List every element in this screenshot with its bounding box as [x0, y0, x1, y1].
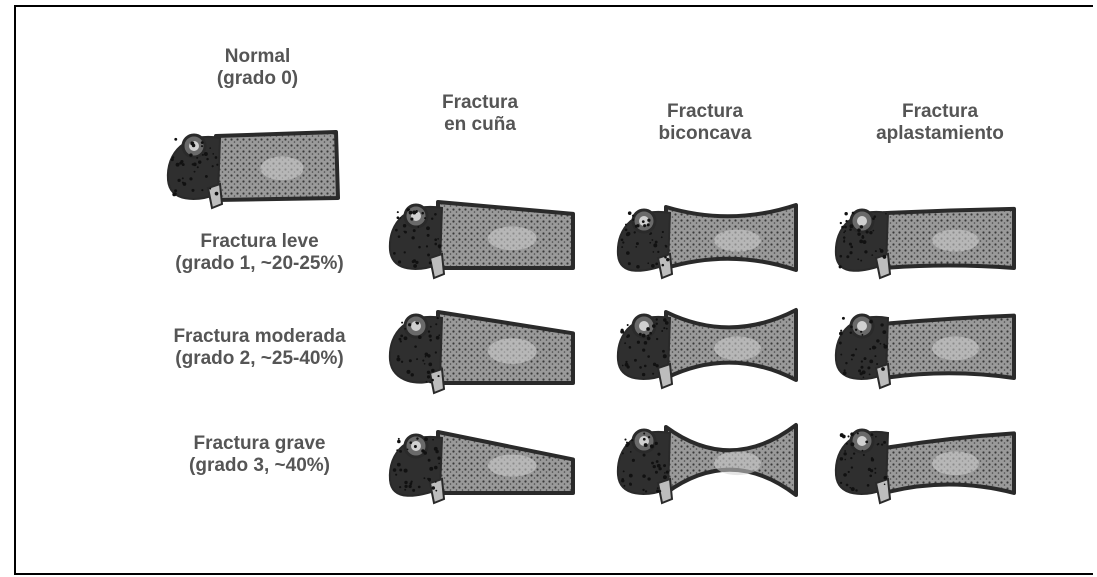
vertebra-biconcave-severe	[608, 415, 808, 505]
vertebra-normal	[158, 120, 348, 210]
vertebra-wedge-moderate	[380, 300, 585, 395]
vertebra-wedge-mild	[380, 190, 585, 280]
column-header-biconcave: Fracturabiconcava	[635, 101, 775, 145]
row-label-severe: Fractura grave(grado 3, ~40%)	[142, 433, 377, 477]
vertebra-crush-moderate	[826, 300, 1026, 390]
vertebra-crush-mild	[826, 195, 1026, 280]
column-header-crush: Fracturaaplastamiento	[850, 101, 1030, 145]
normal-label: Normal(grado 0)	[185, 46, 330, 90]
row-label-mild: Fractura leve(grado 1, ~20-25%)	[142, 231, 377, 275]
vertebra-wedge-severe	[380, 420, 585, 505]
vertebra-crush-severe	[826, 415, 1026, 505]
column-header-wedge: Fracturaen cuña	[410, 92, 550, 136]
vertebra-biconcave-moderate	[608, 300, 808, 390]
row-label-moderate: Fractura moderada(grado 2, ~25-40%)	[142, 326, 377, 370]
vertebra-biconcave-mild	[608, 195, 808, 280]
